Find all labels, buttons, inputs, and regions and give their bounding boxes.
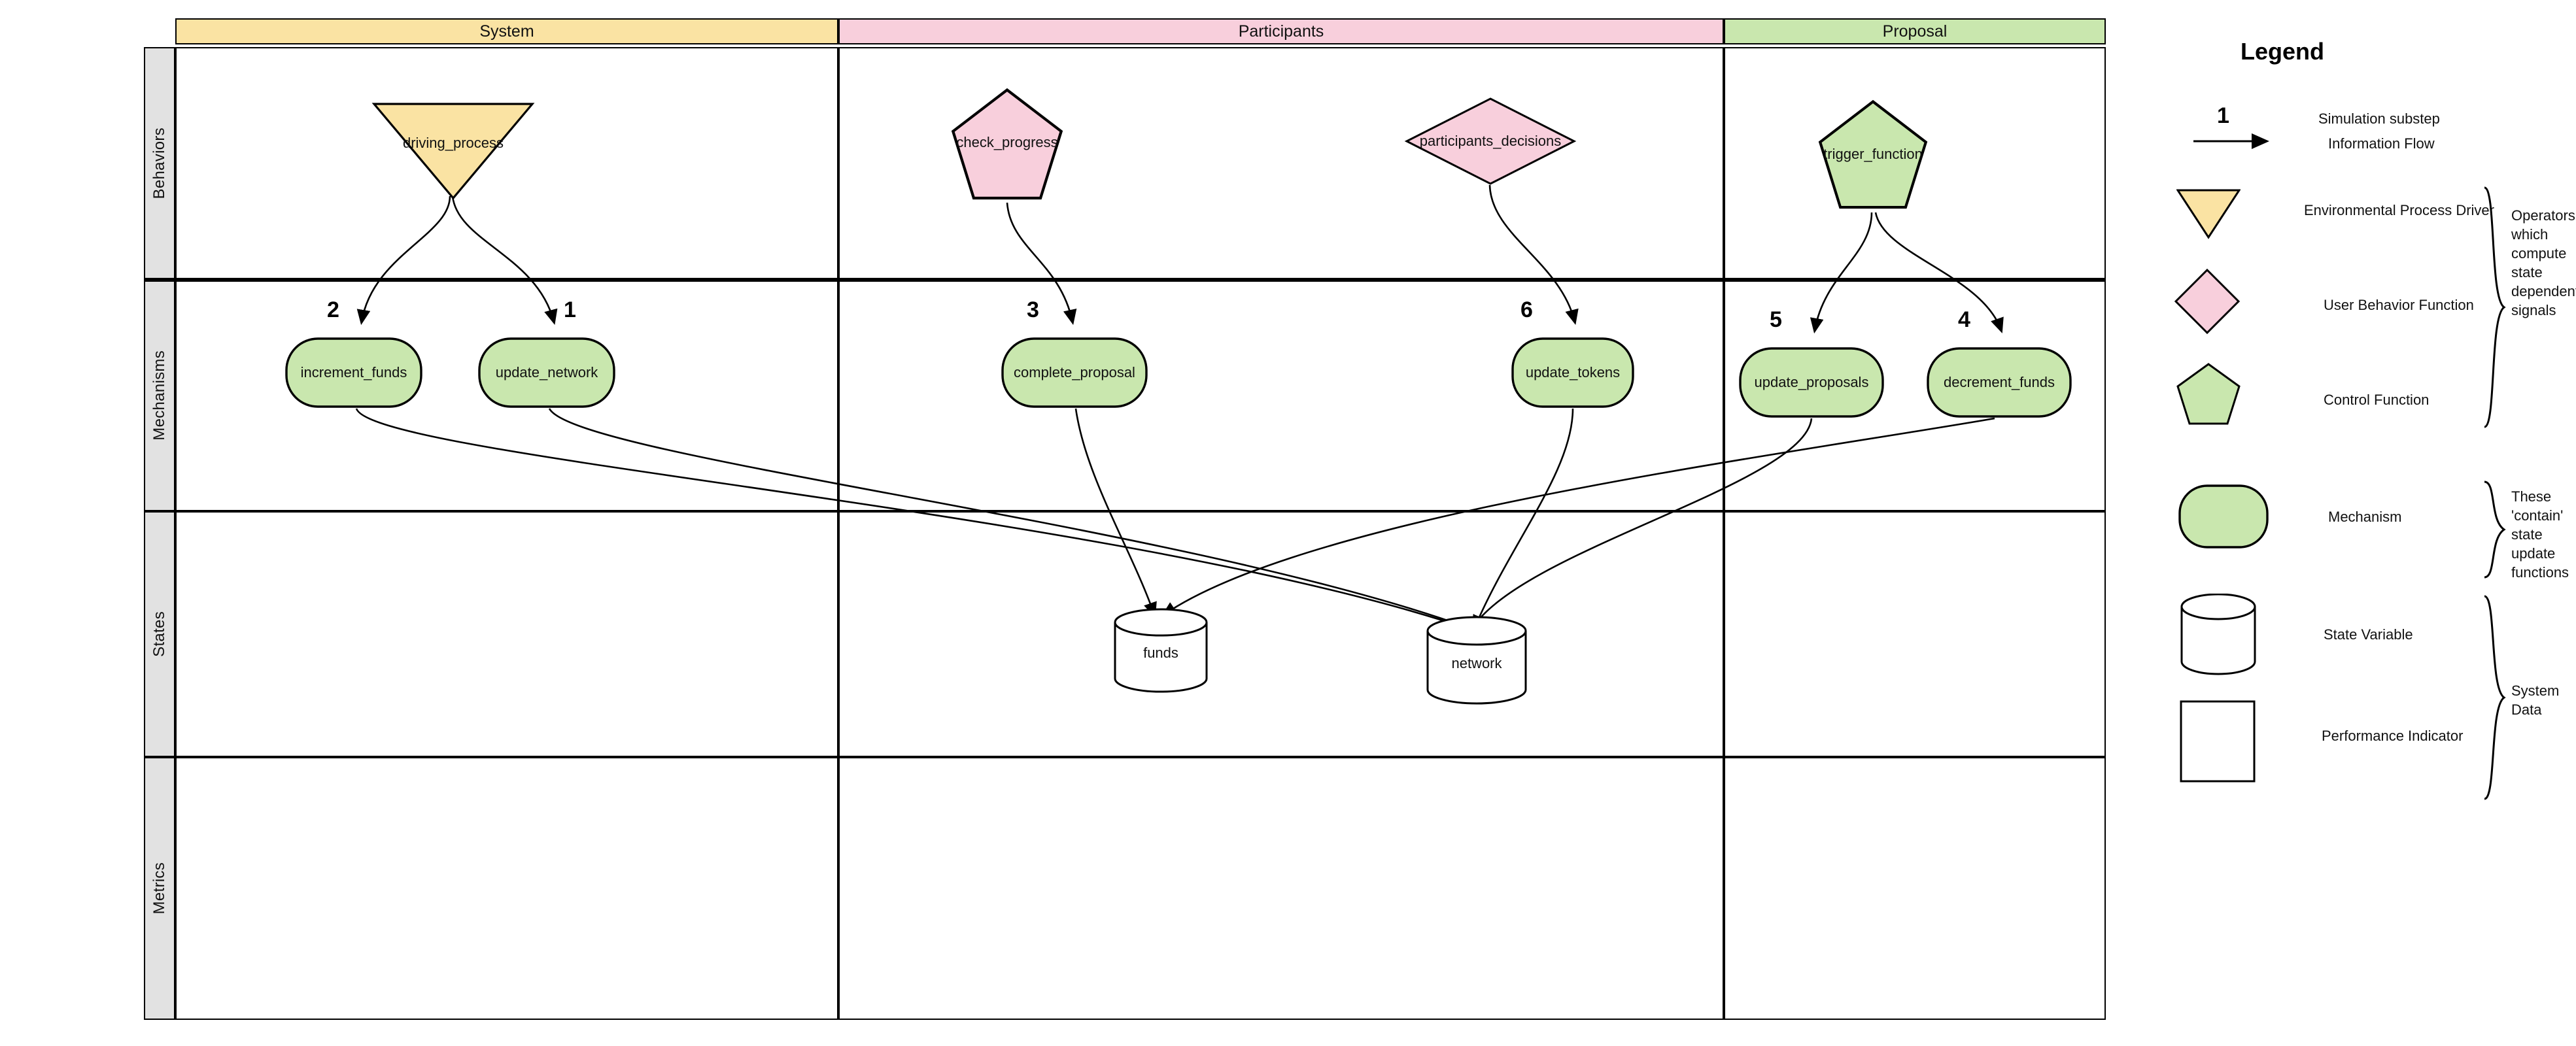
cell-system-metrics	[175, 757, 838, 1020]
rounded-rect-icon	[1739, 347, 1884, 418]
triangle-down-icon	[371, 103, 535, 200]
diamond-icon	[1404, 97, 1577, 185]
rounded-rect-icon	[1001, 337, 1148, 408]
legend-glyph-environmental-process-driver	[2176, 188, 2241, 239]
legend-label-user-behavior-function: User Behavior Function	[2324, 297, 2474, 313]
row-label-mechanisms-text: Mechanisms	[150, 350, 168, 441]
cell-participants-metrics	[838, 757, 1724, 1020]
triangle-down-icon	[2176, 189, 2241, 239]
rect-icon	[2180, 700, 2256, 783]
cylinder-icon	[1114, 608, 1208, 693]
row-label-behaviors: Behaviors	[144, 47, 175, 279]
state-node-funds[interactable]: funds	[1112, 608, 1210, 693]
pentagon-icon	[951, 88, 1063, 200]
legend-label-performance-indicator: Performance Indicator	[2322, 728, 2464, 744]
mechanism-node-update-network[interactable]: update_network	[477, 337, 616, 409]
cell-proposal-metrics	[1724, 757, 2106, 1020]
column-header-proposal: Proposal	[1724, 18, 2106, 44]
diamond-icon	[2174, 268, 2241, 335]
cylinder-icon	[2180, 593, 2256, 675]
legend-label-environmental-process-driver: Environmental Process Driver	[2304, 202, 2494, 218]
legend-panel: Legend 1 Simulation substep Information …	[2145, 20, 2576, 800]
column-header-participants-label: Participants	[1238, 22, 1324, 41]
row-label-metrics: Metrics	[144, 757, 175, 1020]
step-number-5: 5	[1770, 307, 1782, 332]
legend-label-information-flow: Information Flow	[2328, 135, 2435, 152]
step-number-2: 2	[327, 297, 339, 322]
behavior-node-check-progress[interactable]: check_progress	[950, 88, 1065, 203]
rounded-rect-icon	[2178, 484, 2269, 548]
rounded-rect-icon	[1927, 347, 2072, 418]
column-header-system-label: System	[479, 22, 534, 41]
cell-proposal-states	[1724, 511, 2106, 757]
step-number-4: 4	[1958, 307, 1970, 332]
row-label-states-text: States	[150, 611, 168, 657]
legend-label-state-variable: State Variable	[2324, 626, 2413, 643]
row-label-metrics-text: Metrics	[150, 862, 168, 915]
legend-label-control-function: Control Function	[2324, 392, 2430, 408]
pentagon-icon	[1818, 99, 1928, 209]
cell-system-states	[175, 511, 838, 757]
behavior-node-trigger-function[interactable]: trigger_function	[1817, 99, 1929, 212]
pentagon-icon	[2176, 363, 2241, 425]
rounded-rect-icon	[1511, 337, 1634, 408]
rounded-rect-icon	[478, 337, 615, 408]
legend-brace-mechanism	[2482, 481, 2508, 579]
legend-glyph-simulation-substep: 1	[2217, 103, 2229, 128]
step-number-6: 6	[1520, 297, 1533, 322]
legend-brace-text-system-data: System Data	[2511, 683, 2560, 718]
step-number-3: 3	[1027, 297, 1039, 322]
legend-brace-text-operators: Operators which compute state dependent …	[2511, 207, 2576, 319]
cylinder-icon	[1426, 616, 1527, 705]
cell-participants-states	[838, 511, 1724, 757]
state-node-network[interactable]: network	[1424, 616, 1529, 705]
mechanism-node-increment-funds[interactable]: increment_funds	[284, 337, 423, 409]
mechanism-node-update-proposals[interactable]: update_proposals	[1738, 346, 1885, 418]
legend-glyph-user-behavior-function	[2174, 268, 2241, 335]
rounded-rect-icon	[285, 337, 422, 408]
mechanism-node-complete-proposal[interactable]: complete_proposal	[1001, 337, 1148, 409]
behavior-node-participants-decisions[interactable]: participants_decisions	[1404, 97, 1577, 186]
legend-glyph-control-function	[2175, 363, 2242, 426]
legend-label-simulation-substep: Simulation substep	[2318, 110, 2440, 127]
behaviors-mechanisms-divider	[144, 278, 2106, 282]
mechanism-node-update-tokens[interactable]: update_tokens	[1511, 337, 1635, 409]
row-label-states: States	[144, 511, 175, 757]
legend-glyph-state-variable	[2179, 593, 2258, 677]
legend-glyph-information-flow	[2192, 129, 2277, 153]
mechanism-node-decrement-funds[interactable]: decrement_funds	[1926, 346, 2072, 418]
legend-label-mechanism: Mechanism	[2328, 509, 2402, 525]
legend-glyph-mechanism	[2178, 484, 2269, 549]
legend-brace-system-data	[2482, 595, 2508, 801]
legend-brace-text-mechanism: These 'contain' state update functions	[2511, 488, 2569, 581]
column-header-proposal-label: Proposal	[1882, 22, 1948, 41]
behavior-node-driving-process[interactable]: driving_process	[371, 101, 535, 200]
column-header-participants: Participants	[838, 18, 1724, 44]
legend-title: Legend	[2240, 38, 2324, 65]
column-header-system: System	[175, 18, 838, 44]
row-label-behaviors-text: Behaviors	[150, 127, 168, 199]
legend-glyph-performance-indicator	[2179, 700, 2256, 783]
step-number-1: 1	[564, 297, 576, 322]
row-label-mechanisms: Mechanisms	[144, 279, 175, 511]
legend-brace-operators	[2482, 186, 2508, 428]
